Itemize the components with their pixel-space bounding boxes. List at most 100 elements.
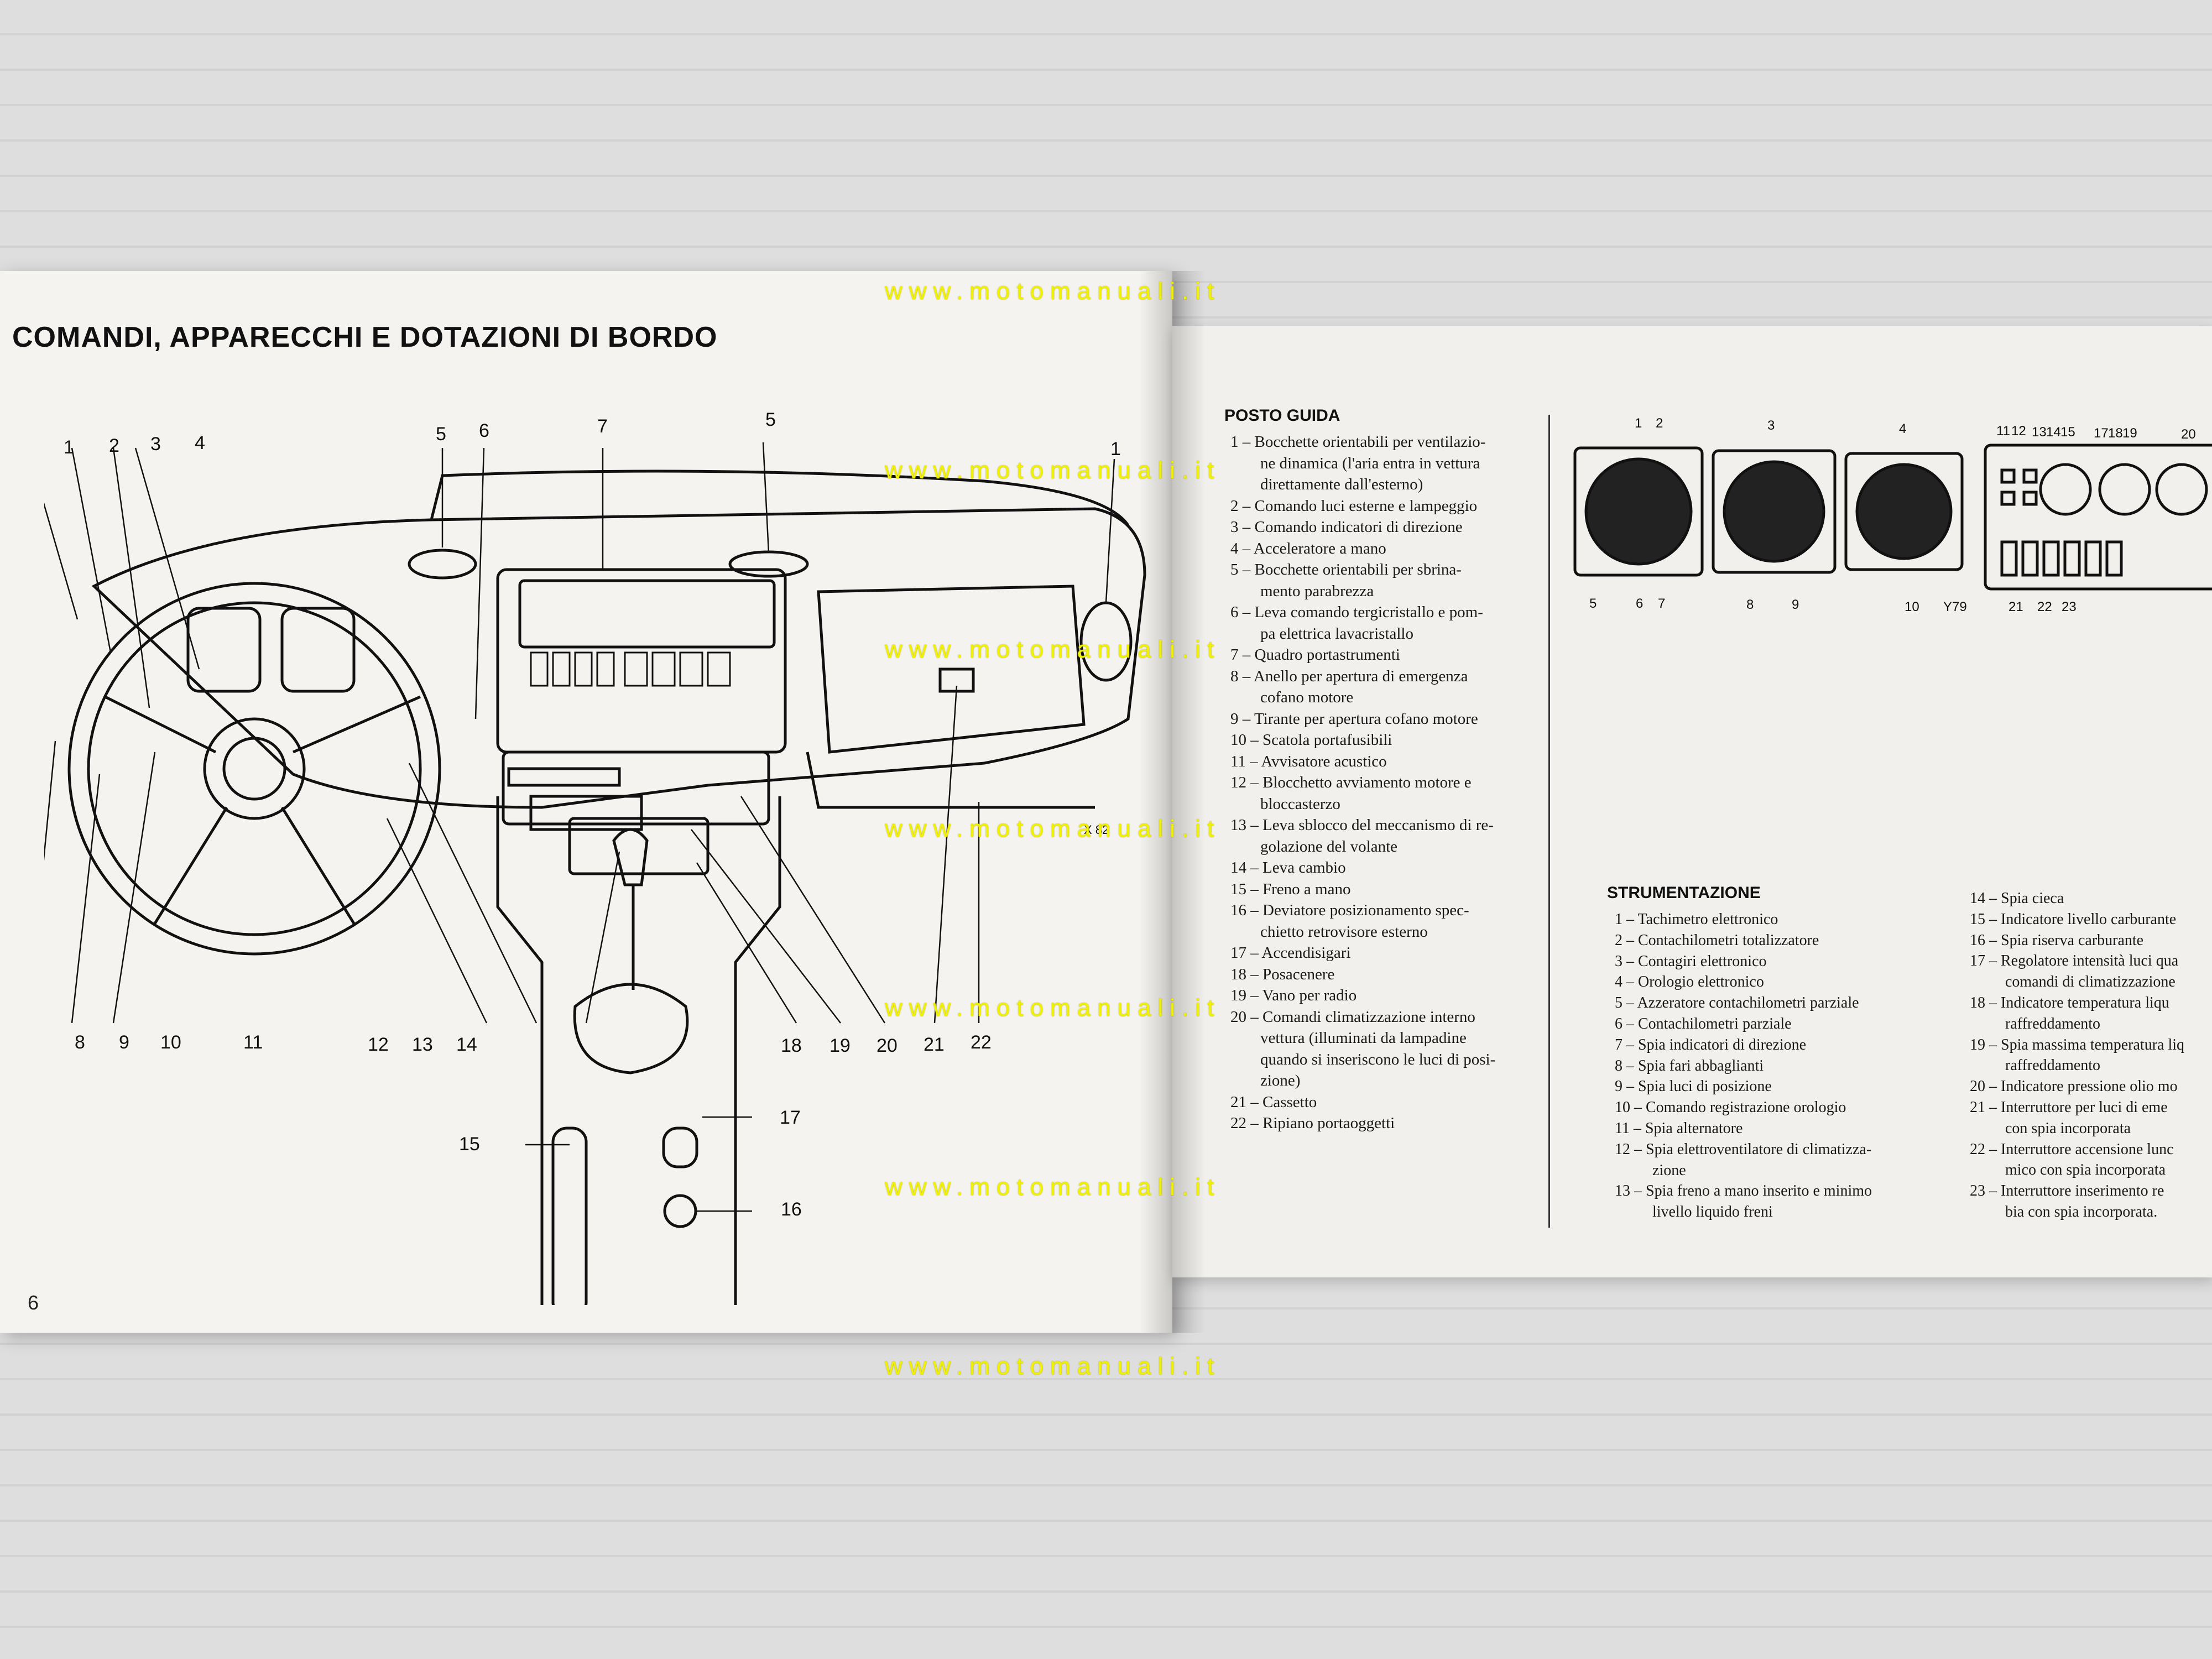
callout-17: 17 [780, 1107, 801, 1128]
callout-21: 21 [924, 1034, 945, 1055]
callout-15: 15 [459, 1134, 480, 1155]
callout-1b: 1 [1110, 439, 1121, 460]
list-item: 7 – Quadro portastrumenti [1230, 646, 1400, 664]
list-item: 18 – Posacenere [1230, 965, 1335, 983]
list-item: comandi di climatizzazione [2005, 973, 2176, 991]
watermark: www.motomanuali.it [885, 457, 1221, 484]
instrument-panel-diagram [1573, 444, 2212, 591]
list-item: con spia incorporata [2005, 1119, 2131, 1137]
list-item: 14 – Spia cieca [1970, 890, 2064, 907]
callout-5b: 5 [765, 409, 776, 430]
callout-6: 6 [479, 420, 489, 441]
watermark: www.motomanuali.it [885, 994, 1221, 1021]
callout-19: 19 [830, 1035, 851, 1056]
strumentazione-list-2: 14 – Spia cieca 15 – Indicatore livello … [1970, 888, 2184, 1223]
diagram-code: X 82 [1084, 823, 1109, 837]
callout-16: 16 [781, 1199, 802, 1220]
list-item: 17 – Accendisigari [1230, 944, 1351, 962]
list-item: 17 – Regolatore intensità luci qua [1970, 952, 2179, 970]
callout-1: 1 [64, 437, 74, 458]
posto-guida-list: 1 – Bocchette orientabili per ventilazio… [1230, 431, 1495, 1134]
inst-label-13: 13 [2032, 425, 2047, 440]
list-item: 18 – Indicatore temperatura liqu [1970, 994, 2169, 1011]
list-item: 10 – Scatola portafusibili [1230, 731, 1392, 749]
list-item: 8 – Anello per apertura di emergenza [1230, 667, 1468, 685]
list-item: raffreddamento [2005, 1015, 2101, 1032]
book-gutter [1139, 271, 1206, 1333]
inst-label-23: 23 [2062, 599, 2077, 614]
list-item: 19 – Vano per radio [1230, 987, 1357, 1004]
callout-9: 9 [119, 1032, 129, 1053]
inst-label-8: 8 [1746, 597, 1754, 612]
list-item: direttamente dall'esterno) [1260, 476, 1423, 493]
list-item: bia con spia incorporata. [2005, 1203, 2158, 1220]
list-item: 20 – Indicatore pressione olio mo [1970, 1078, 2178, 1095]
list-item: 2 – Contachilometri totalizzatore [1615, 931, 1819, 949]
inst-label-6: 6 [1636, 596, 1644, 611]
watermark: www.motomanuali.it [885, 1173, 1221, 1201]
callout-7: 7 [597, 416, 608, 437]
list-item: raffreddamento [2005, 1057, 2101, 1074]
callout-13: 13 [412, 1034, 433, 1055]
list-item: 16 – Deviatore posizionamento spec- [1230, 901, 1469, 919]
callout-18: 18 [781, 1035, 802, 1056]
inst-label-4: 4 [1899, 421, 1907, 436]
list-item: 11 – Avvisatore acustico [1230, 752, 1387, 770]
list-item: 9 – Spia luci di posizione [1615, 1078, 1772, 1095]
list-item: 23 – Interruttore inserimento re [1970, 1182, 2164, 1200]
list-item: zione) [1260, 1072, 1301, 1089]
inst-label-15: 15 [2060, 425, 2075, 440]
list-item: 15 – Freno a mano [1230, 880, 1351, 898]
column-divider [1548, 415, 1550, 1228]
inst-label-3: 3 [1767, 418, 1775, 433]
callout-22: 22 [971, 1032, 992, 1053]
list-item: mento parabrezza [1260, 582, 1374, 600]
list-item: quando si inseriscono le luci di posi- [1260, 1050, 1496, 1068]
list-item: cofano motore [1260, 688, 1354, 706]
list-item: 1 – Tachimetro elettronico [1615, 911, 1778, 928]
page-number: 6 [28, 1291, 39, 1314]
list-item: 2 – Comando luci esterne e lampeggio [1230, 497, 1478, 515]
callout-10: 10 [160, 1032, 181, 1053]
list-item: 13 – Leva sblocco del meccanismo di re- [1230, 816, 1494, 834]
inst-label-y79: Y79 [1943, 599, 1967, 614]
list-item: 19 – Spia massima temperatura liq [1970, 1036, 2185, 1053]
list-item: 13 – Spia freno a mano inserito e minimo [1615, 1182, 1872, 1200]
callout-11: 11 [243, 1032, 263, 1053]
page-heading: COMANDI, APPARECCHI E DOTAZIONI DI BORDO [12, 321, 718, 353]
list-item: zione [1652, 1161, 1686, 1179]
list-item: 14 – Leva cambio [1230, 859, 1346, 877]
list-item: 21 – Cassetto [1230, 1093, 1317, 1111]
inst-label-14: 14 [2046, 425, 2061, 440]
inst-label-18: 18 [2108, 426, 2123, 441]
list-item: pa elettrica lavacristallo [1260, 624, 1413, 643]
list-item: 8 – Spia fari abbaglianti [1615, 1057, 1764, 1074]
callout-3: 3 [150, 434, 161, 455]
list-item: 9 – Tirante per apertura cofano motore [1230, 709, 1478, 728]
inst-label-2: 2 [1656, 416, 1663, 431]
list-item: chietto retrovisore esterno [1260, 922, 1428, 941]
list-item: ne dinamica (l'aria entra in vettura [1260, 454, 1480, 472]
inst-label-5: 5 [1589, 596, 1597, 611]
inst-label-22: 22 [2037, 599, 2052, 614]
list-item: 6 – Leva comando tergicristallo e pom- [1230, 603, 1483, 621]
callout-4: 4 [195, 432, 205, 453]
list-item: 5 – Bocchette orientabili per sbrina- [1230, 561, 1462, 578]
dashboard-diagram [44, 442, 1146, 1305]
inst-label-11: 11 [1996, 424, 2010, 439]
list-item: 12 – Blocchetto avviamento motore e [1230, 774, 1472, 791]
list-item: 22 – Interruttore accensione lunc [1970, 1140, 2174, 1158]
watermark: www.motomanuali.it [885, 1353, 1221, 1380]
posto-guida-title: POSTO GUIDA [1224, 406, 1340, 425]
callout-2: 2 [109, 435, 119, 456]
list-item: 3 – Contagiri elettronico [1615, 952, 1767, 970]
list-item: 11 – Spia alternatore [1615, 1119, 1743, 1137]
watermark: www.motomanuali.it [885, 815, 1221, 842]
watermark: www.motomanuali.it [885, 278, 1221, 305]
watermark: www.motomanuali.it [885, 636, 1221, 663]
list-item: 6 – Contachilometri parziale [1615, 1015, 1792, 1032]
list-item: 1 – Bocchette orientabili per ventilazio… [1230, 433, 1486, 451]
list-item: golazione del volante [1260, 837, 1398, 855]
list-item: 4 – Orologio elettronico [1615, 973, 1764, 991]
callout-20: 20 [877, 1035, 898, 1056]
